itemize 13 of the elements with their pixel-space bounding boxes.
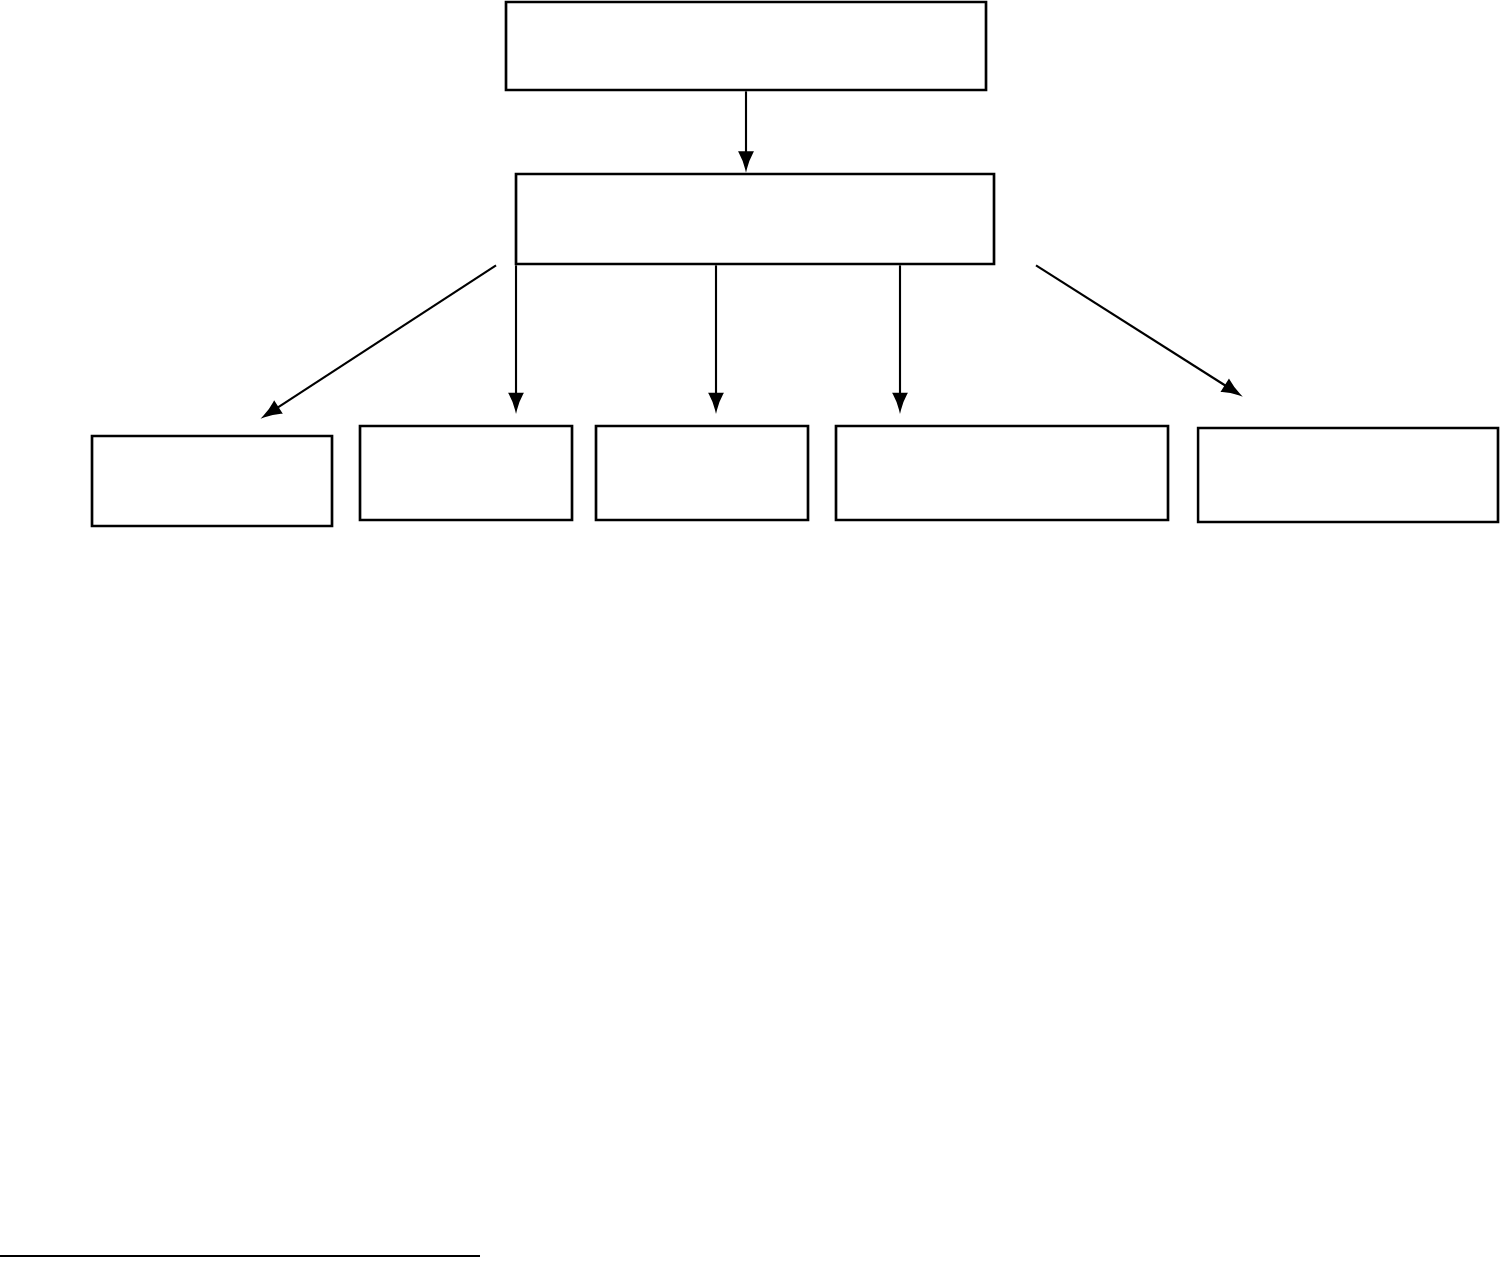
arrow: [892, 265, 908, 411]
arrow: [738, 91, 754, 170]
arrow: [1035, 264, 1241, 396]
box: [594, 424, 810, 522]
arrow: [508, 265, 524, 411]
arrow: [263, 264, 497, 418]
box: [514, 172, 996, 266]
box: [834, 424, 1170, 522]
box: [1196, 426, 1500, 524]
box: [90, 434, 334, 528]
box: [504, 0, 988, 92]
arrow: [708, 265, 724, 411]
box: [358, 424, 574, 522]
